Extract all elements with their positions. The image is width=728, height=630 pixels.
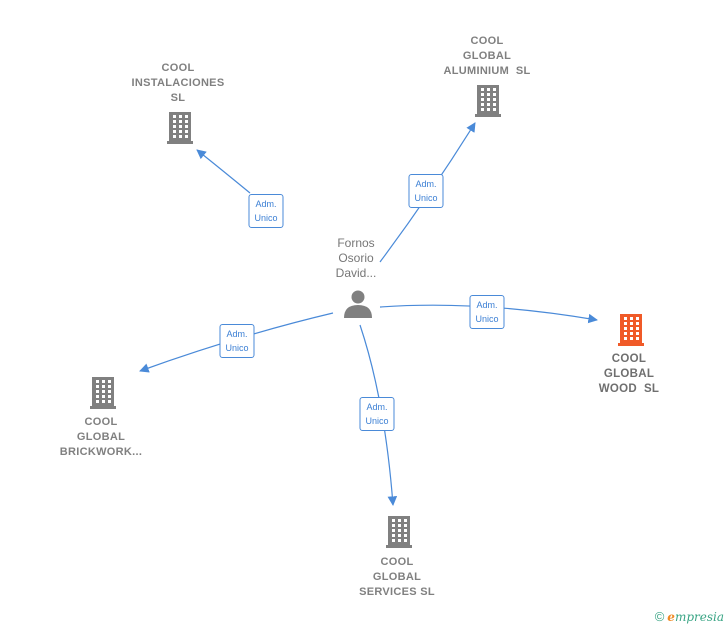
edge-label-line: Adm. [255,199,277,209]
edge-label-line: Unico [365,416,389,426]
company-name-line: COOL [84,416,118,428]
edge-label-line: Unico [225,343,249,353]
edge-label-line: Unico [475,314,499,324]
edge-label-line: Adm. [415,179,437,189]
brand-logo[interactable]: empresia [667,609,724,624]
company-name-line: BRICKWORK... [59,446,143,458]
building-icon[interactable] [386,516,412,548]
edge-label-aluminium[interactable]: Adm. Unico [408,174,444,208]
company-name-line: GLOBAL [372,571,422,583]
company-name-line: GLOBAL [76,431,126,443]
person-name-line: Fornos [337,236,375,250]
edge-label-instalaciones[interactable]: Adm. Unico [248,194,284,228]
building-icon[interactable] [90,377,116,409]
company-name-line: COOL [380,556,414,568]
company-name-wood[interactable]: COOL GLOBAL WOOD SL [599,352,660,397]
company-name-line: COOL [161,62,195,74]
company-name-aluminium[interactable]: COOL GLOBAL ALUMINIUM SL [443,34,530,79]
company-name-line: INSTALACIONES [131,77,225,89]
company-name-services[interactable]: COOL GLOBAL SERVICES SL [359,555,435,600]
edge-label-line: Unico [414,193,438,203]
company-name-instalaciones[interactable]: COOL INSTALACIONES SL [132,61,225,106]
company-name-line: WOOD SL [598,383,660,395]
edge-label-line: Adm. [476,300,498,310]
person-icon[interactable] [344,290,372,319]
edge-label-wood[interactable]: Adm. Unico [469,295,505,329]
company-name-line: GLOBAL [603,368,655,380]
copyright-symbol: © [654,609,665,624]
company-name-line: GLOBAL [462,50,512,62]
company-name-line: SL [170,92,186,104]
building-icon[interactable] [167,112,193,144]
footer-brand: © empresia [655,609,724,624]
building-icon[interactable] [475,85,501,117]
company-name-line: COOL [470,35,504,47]
edge-label-brickwork[interactable]: Adm. Unico [219,324,255,358]
edge-label-services[interactable]: Adm. Unico [359,397,395,431]
company-name-line: ALUMINIUM SL [443,65,531,77]
person-name-line: David... [335,266,377,280]
edge-label-line: Unico [254,213,278,223]
company-name-line: SERVICES SL [359,586,435,598]
edge-label-line: Adm. [226,329,248,339]
company-name-brickwork[interactable]: COOL GLOBAL BRICKWORK... [60,415,142,460]
building-icon[interactable] [618,314,644,346]
person-name-line: Osorio [338,251,374,265]
edge-instalaciones [196,149,251,194]
company-name-line: COOL [611,353,647,365]
edge-label-line: Adm. [366,402,388,412]
